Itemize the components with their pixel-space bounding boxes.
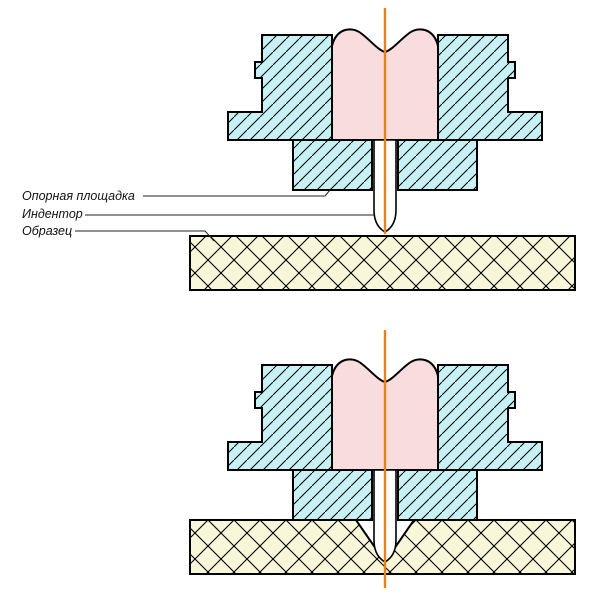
label-support-pad: Опорная площадка <box>22 189 135 203</box>
specimen-upper <box>189 235 576 291</box>
leader-line-specimen <box>75 230 215 242</box>
label-indenter: Индентор <box>22 207 83 221</box>
specimen-lower-notched <box>189 519 576 575</box>
label-specimen: Образец <box>22 224 72 238</box>
leader-line-support-pad <box>143 189 331 197</box>
